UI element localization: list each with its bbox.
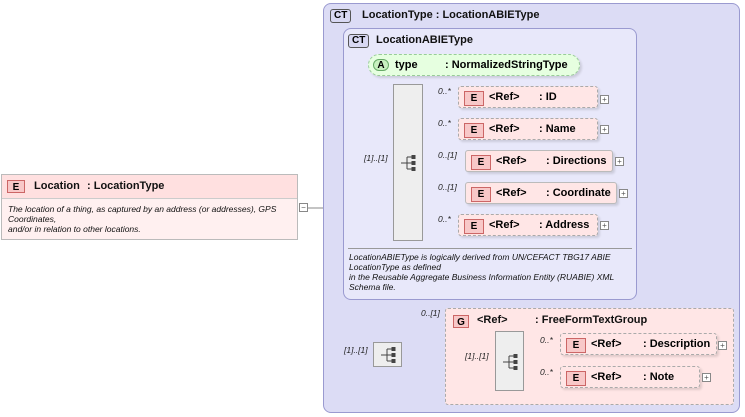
- ref-label: <Ref>: [489, 123, 520, 135]
- element-address[interactable]: E <Ref> : Address: [458, 214, 598, 236]
- element-badge: E: [464, 123, 484, 138]
- root-description: The location of a thing, as captured by …: [8, 204, 296, 234]
- attribute-type[interactable]: A type : NormalizedStringType: [368, 54, 580, 76]
- doc-separator: [348, 248, 632, 249]
- element-name: : ID: [539, 91, 557, 103]
- sequence-icon: [401, 155, 416, 171]
- ref-label: <Ref>: [591, 338, 622, 350]
- description-line: The location of a thing, as captured by …: [8, 204, 277, 214]
- ref-label: <Ref>: [496, 187, 527, 199]
- doc-line: in the Reusable Aggregate Business Infor…: [349, 272, 615, 282]
- complex-type-title: LocationType : LocationABIEType: [362, 9, 540, 21]
- root-element[interactable]: E Location : LocationType The location o…: [1, 174, 298, 240]
- ref-label: <Ref>: [496, 155, 527, 167]
- element-badge: E: [471, 187, 491, 202]
- expand-toggle[interactable]: +: [619, 189, 628, 198]
- element-badge: E: [7, 180, 25, 193]
- element-coordinate[interactable]: E <Ref> : Coordinate: [465, 182, 617, 204]
- element-directions[interactable]: E <Ref> : Directions: [465, 150, 613, 172]
- sequence-icon: [381, 347, 396, 363]
- sequence-multiplicity: [1]..[1]: [364, 153, 388, 163]
- complex-type-badge: CT: [348, 34, 370, 48]
- element-badge: E: [464, 219, 484, 234]
- complex-type-badge: CT: [330, 9, 352, 23]
- attribute-name: type: [395, 59, 418, 71]
- ref-label: <Ref>: [591, 371, 622, 383]
- expand-toggle[interactable]: +: [718, 341, 727, 350]
- expand-toggle[interactable]: +: [702, 373, 711, 382]
- element-name: : Directions: [546, 155, 607, 167]
- sequence-multiplicity: [1]..[1]: [465, 351, 489, 361]
- element-badge: E: [566, 371, 586, 386]
- ref-label: <Ref>: [489, 91, 520, 103]
- element-multiplicity: 0..*: [438, 86, 451, 96]
- element-name: : Note: [643, 371, 675, 383]
- element-name: : Address: [539, 219, 590, 231]
- doc-line: LocationType as defined: [349, 262, 441, 272]
- element-name: : Description: [643, 338, 711, 350]
- collapse-toggle[interactable]: −: [299, 203, 308, 212]
- description-line: Coordinates,: [8, 214, 57, 224]
- expand-toggle[interactable]: +: [615, 157, 624, 166]
- ref-label: <Ref>: [489, 219, 520, 231]
- type-documentation: LocationABIEType is logically derived fr…: [349, 252, 635, 292]
- element-badge: E: [464, 91, 484, 106]
- element-badge: E: [471, 155, 491, 170]
- group-badge: G: [453, 315, 469, 328]
- element-multiplicity: 0..*: [540, 335, 553, 345]
- element-id[interactable]: E <Ref> : ID: [458, 86, 598, 108]
- element-name: : Coordinate: [546, 187, 611, 199]
- element-multiplicity: 0..*: [540, 367, 553, 377]
- sequence-compositor[interactable]: [495, 331, 524, 391]
- root-name: Location: [34, 180, 80, 192]
- expand-toggle[interactable]: +: [600, 221, 609, 230]
- doc-line: LocationABIEType is logically derived fr…: [349, 252, 611, 262]
- element-name: : Name: [539, 123, 576, 135]
- group-multiplicity: 0..[1]: [421, 308, 440, 318]
- complex-type-title: LocationABIEType: [376, 34, 473, 46]
- element-name-ref[interactable]: E <Ref> : Name: [458, 118, 598, 140]
- element-multiplicity: 0..*: [438, 118, 451, 128]
- element-multiplicity: 0..*: [438, 214, 451, 224]
- attribute-badge: A: [373, 59, 389, 71]
- element-multiplicity: 0..[1]: [438, 182, 457, 192]
- sequence-compositor[interactable]: [373, 342, 402, 367]
- element-badge: E: [566, 338, 586, 353]
- sequence-icon: [503, 354, 518, 370]
- doc-line: Schema file.: [349, 282, 396, 292]
- element-description[interactable]: E <Ref> : Description: [560, 333, 717, 355]
- description-line: and/or in relation to other locations.: [8, 224, 141, 234]
- ref-label: <Ref>: [477, 314, 508, 326]
- element-multiplicity: 0..[1]: [438, 150, 457, 160]
- expand-toggle[interactable]: +: [600, 125, 609, 134]
- group-name: : FreeFormTextGroup: [535, 314, 648, 326]
- group-free-form-text[interactable]: G <Ref> : FreeFormTextGroup: [445, 308, 734, 405]
- sequence-compositor[interactable]: [393, 84, 423, 241]
- element-note[interactable]: E <Ref> : Note: [560, 366, 700, 388]
- root-type: : LocationType: [87, 180, 165, 192]
- attribute-type-name: : NormalizedStringType: [445, 59, 568, 71]
- root-header: E Location : LocationType: [2, 175, 297, 199]
- expand-toggle[interactable]: +: [600, 95, 609, 104]
- sequence-multiplicity: [1]..[1]: [344, 345, 368, 355]
